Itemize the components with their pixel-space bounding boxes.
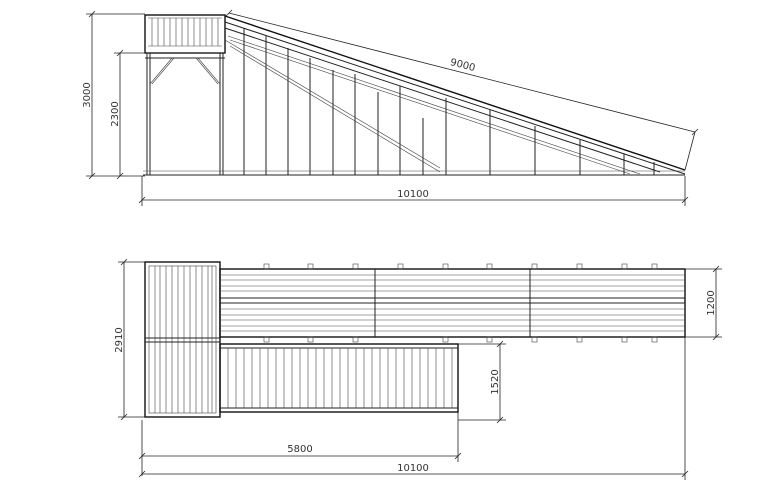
- dim-platform-height: 2300: [110, 101, 121, 126]
- stairs-plan: [219, 343, 459, 413]
- side-view: 3000 2300 9000 10100: [82, 9, 699, 206]
- slide-ramp: [224, 15, 686, 175]
- dim-slide-width: 1200: [706, 290, 717, 315]
- slide-plan: [219, 263, 686, 343]
- dim-slope-length: 9000: [449, 57, 476, 74]
- platform-tower: [144, 14, 226, 175]
- dim-side-total-length: 10100: [397, 189, 429, 200]
- dim-total-width: 2910: [114, 327, 125, 352]
- dim-stair-length: 5800: [287, 444, 312, 455]
- platform-deck: [144, 261, 221, 418]
- dim-stair-width: 1520: [490, 369, 501, 394]
- plan-view: 2910 1200 1520 5800: [114, 258, 722, 480]
- side-dimensions: 3000 2300 9000 10100: [82, 9, 699, 206]
- dim-plan-total-length: 10100: [397, 463, 429, 474]
- plan-dimensions: 2910 1200 1520 5800: [114, 258, 722, 480]
- dim-total-height: 3000: [82, 82, 93, 107]
